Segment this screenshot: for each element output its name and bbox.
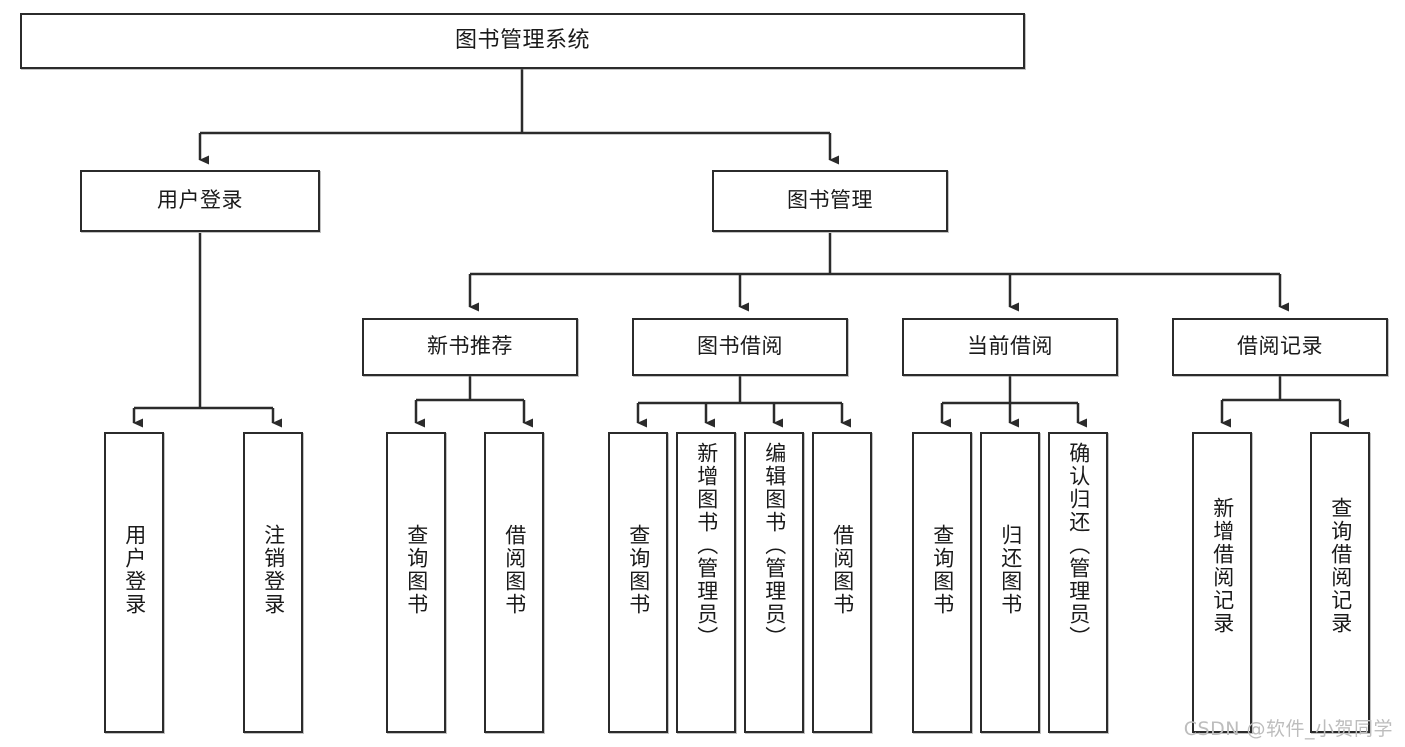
leaf-bb-add-book-label: 新增图书（管理员） bbox=[694, 442, 719, 649]
node-root-system[interactable]: 图书管理系统 bbox=[20, 13, 1025, 69]
leaf-bb-add-book[interactable]: 新增图书（管理员） bbox=[676, 432, 736, 733]
leaf-cb-query-book-label: 查询图书 bbox=[930, 524, 955, 616]
leaf-user-login[interactable]: 用户登录 bbox=[104, 432, 164, 733]
leaf-bb-edit-book[interactable]: 编辑图书（管理员） bbox=[744, 432, 804, 733]
leaf-bb-borrow-book-label: 借阅图书 bbox=[830, 524, 855, 616]
leaf-cb-return-book-label: 归还图书 bbox=[998, 524, 1023, 616]
node-book-manage[interactable]: 图书管理 bbox=[712, 170, 948, 232]
node-current-borrow[interactable]: 当前借阅 bbox=[902, 318, 1118, 376]
node-book-manage-label: 图书管理 bbox=[787, 188, 873, 213]
leaf-bb-query-book-label: 查询图书 bbox=[626, 524, 651, 616]
leaf-logout-label: 注销登录 bbox=[261, 524, 286, 616]
node-user-login-label: 用户登录 bbox=[157, 188, 243, 213]
leaf-bb-query-book[interactable]: 查询图书 bbox=[608, 432, 668, 733]
node-new-book-recommend[interactable]: 新书推荐 bbox=[362, 318, 578, 376]
leaf-br-query-record-label: 查询借阅记录 bbox=[1328, 497, 1353, 635]
leaf-nb-borrow-book-label: 借阅图书 bbox=[502, 524, 527, 616]
leaf-logout[interactable]: 注销登录 bbox=[243, 432, 303, 733]
node-current-borrow-label: 当前借阅 bbox=[967, 334, 1053, 359]
node-user-login[interactable]: 用户登录 bbox=[80, 170, 320, 232]
leaf-cb-confirm-return-label: 确认归还（管理员） bbox=[1066, 442, 1091, 649]
node-book-borrow[interactable]: 图书借阅 bbox=[632, 318, 848, 376]
leaf-cb-confirm-return[interactable]: 确认归还（管理员） bbox=[1048, 432, 1108, 733]
leaf-br-add-record-label: 新增借阅记录 bbox=[1210, 497, 1235, 635]
leaf-nb-query-book[interactable]: 查询图书 bbox=[386, 432, 446, 733]
node-root-system-label: 图书管理系统 bbox=[454, 27, 590, 53]
csdn-watermark: CSDN @软件_小贺同学 bbox=[1183, 718, 1393, 740]
node-book-borrow-label: 图书借阅 bbox=[697, 334, 783, 359]
leaf-user-login-label: 用户登录 bbox=[122, 524, 147, 616]
node-borrow-record-label: 借阅记录 bbox=[1237, 334, 1323, 359]
node-new-book-recommend-label: 新书推荐 bbox=[427, 334, 513, 359]
leaf-nb-borrow-book[interactable]: 借阅图书 bbox=[484, 432, 544, 733]
leaf-cb-return-book[interactable]: 归还图书 bbox=[980, 432, 1040, 733]
leaf-nb-query-book-label: 查询图书 bbox=[404, 524, 429, 616]
leaf-bb-edit-book-label: 编辑图书（管理员） bbox=[762, 442, 787, 649]
leaf-br-query-record[interactable]: 查询借阅记录 bbox=[1310, 432, 1370, 733]
leaf-br-add-record[interactable]: 新增借阅记录 bbox=[1192, 432, 1252, 733]
leaf-cb-query-book[interactable]: 查询图书 bbox=[912, 432, 972, 733]
leaf-bb-borrow-book[interactable]: 借阅图书 bbox=[812, 432, 872, 733]
node-borrow-record[interactable]: 借阅记录 bbox=[1172, 318, 1388, 376]
